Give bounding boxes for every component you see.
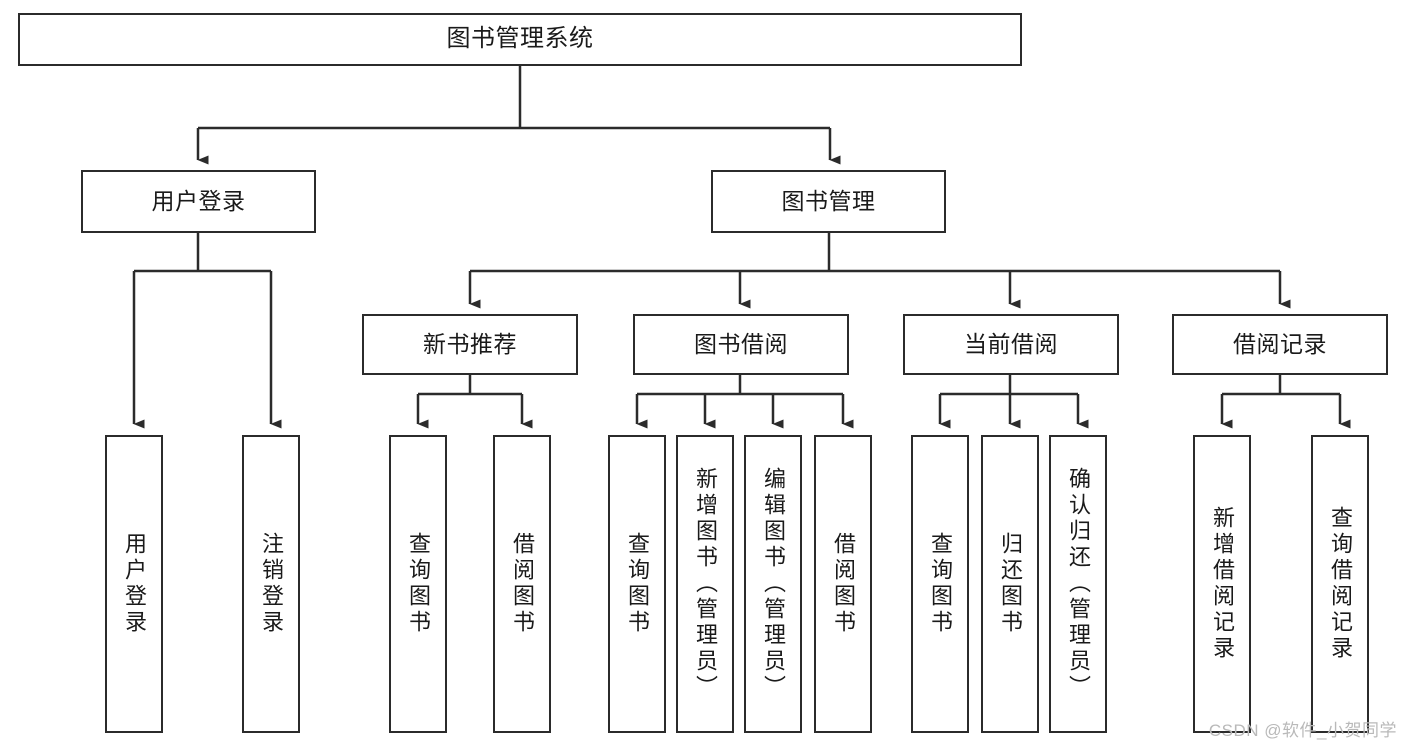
leaf-label: 查询借阅记录 xyxy=(1328,506,1353,662)
leaf-label: 注销登录 xyxy=(259,532,284,636)
node-root[interactable]: 图书管理系统 xyxy=(18,13,1022,66)
leaf-label: 确认归还（管理员） xyxy=(1066,467,1091,701)
leaf-label: 用户登录 xyxy=(122,532,147,636)
node-level3-book-borrow[interactable]: 图书借阅 xyxy=(633,314,849,375)
leaf-logout[interactable]: 注销登录 xyxy=(242,435,300,733)
node-level3-current-borrow[interactable]: 当前借阅 xyxy=(903,314,1119,375)
leaf-label: 查询图书 xyxy=(928,532,953,636)
leaf-add-borrow-record[interactable]: 新增借阅记录 xyxy=(1193,435,1251,733)
leaf-query-book-current[interactable]: 查询图书 xyxy=(911,435,969,733)
node-level2-book-management[interactable]: 图书管理 xyxy=(711,170,946,233)
leaf-label: 新增图书（管理员） xyxy=(693,467,718,701)
leaf-confirm-return-admin[interactable]: 确认归还（管理员） xyxy=(1049,435,1107,733)
leaf-query-borrow-record[interactable]: 查询借阅记录 xyxy=(1311,435,1369,733)
leaf-label: 编辑图书（管理员） xyxy=(761,467,786,701)
leaf-query-book-borrow[interactable]: 查询图书 xyxy=(608,435,666,733)
leaf-label: 新增借阅记录 xyxy=(1210,506,1235,662)
leaf-label: 借阅图书 xyxy=(831,532,856,636)
leaf-label: 查询图书 xyxy=(406,532,431,636)
leaf-edit-book-admin[interactable]: 编辑图书（管理员） xyxy=(744,435,802,733)
leaf-borrow-book[interactable]: 借阅图书 xyxy=(814,435,872,733)
leaf-return-book[interactable]: 归还图书 xyxy=(981,435,1039,733)
node-level3-new-book-recommend[interactable]: 新书推荐 xyxy=(362,314,578,375)
node-level3-borrow-record[interactable]: 借阅记录 xyxy=(1172,314,1388,375)
leaf-user-login[interactable]: 用户登录 xyxy=(105,435,163,733)
leaf-query-book-recommend[interactable]: 查询图书 xyxy=(389,435,447,733)
leaf-label: 查询图书 xyxy=(625,532,650,636)
leaf-add-book-admin[interactable]: 新增图书（管理员） xyxy=(676,435,734,733)
leaf-borrow-book-recommend[interactable]: 借阅图书 xyxy=(493,435,551,733)
node-level2-user-login[interactable]: 用户登录 xyxy=(81,170,316,233)
leaf-label: 归还图书 xyxy=(998,532,1023,636)
watermark: CSDN @软件_小贺同学 xyxy=(1208,721,1397,740)
leaf-label: 借阅图书 xyxy=(510,532,535,636)
